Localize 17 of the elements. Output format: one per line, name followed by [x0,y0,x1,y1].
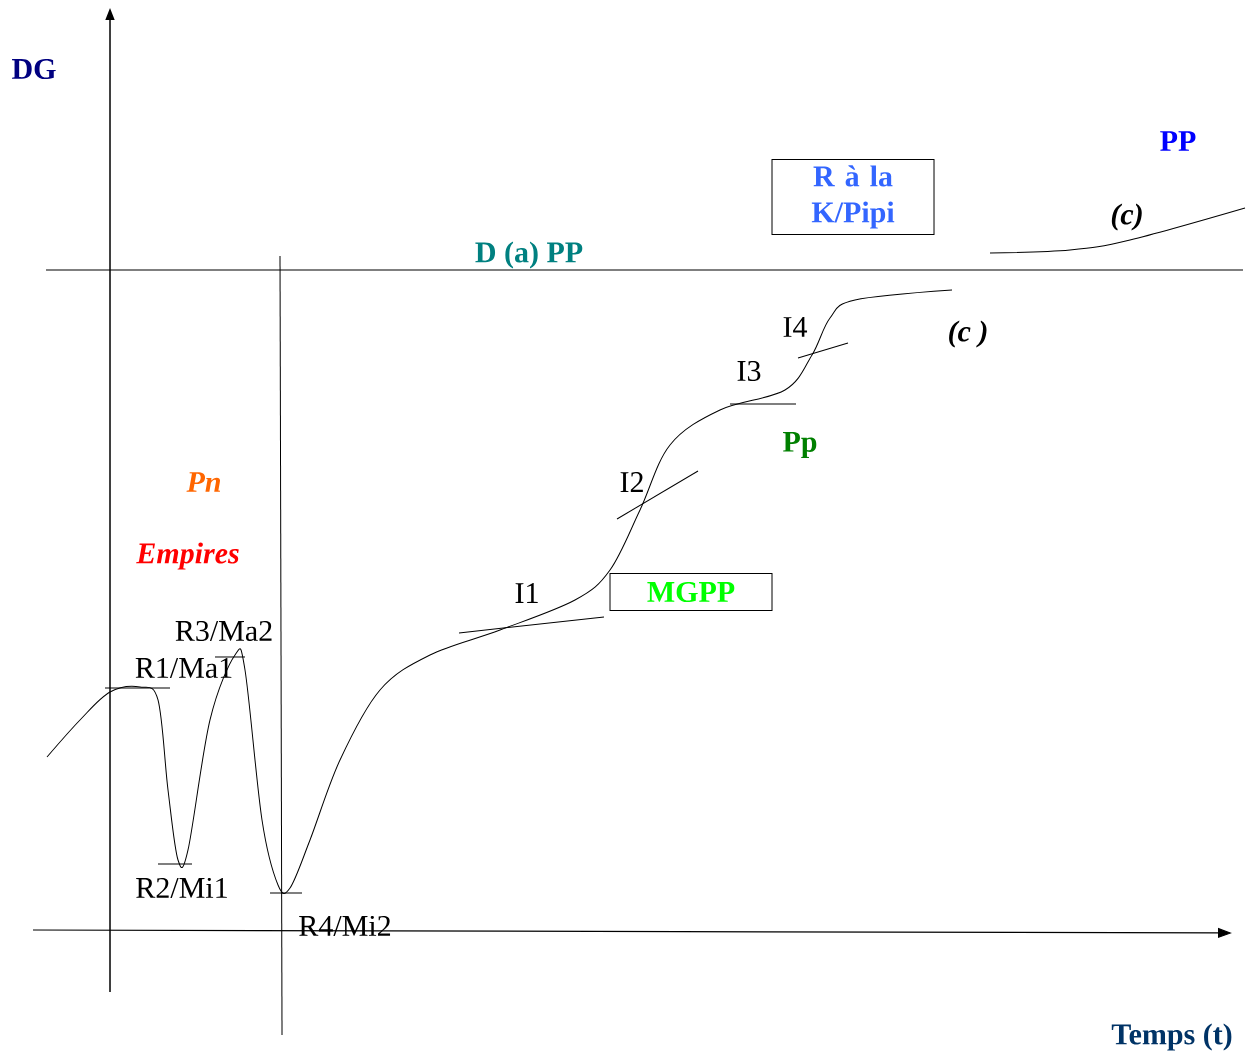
text-label: PP [1160,131,1196,151]
text-label: D (a) PP [475,241,583,269]
text-label: Pn [186,472,221,492]
text-label: Empires [136,542,239,570]
text-label: (c) [1111,203,1142,231]
text-label: I1 [515,583,538,603]
text-label: I4 [783,317,808,337]
text-label: Temps (t) [1111,1023,1232,1051]
text-label: R3/Ma2 [175,620,272,642]
text-label: I2 [620,472,643,492]
text-box: R à la K/Pipi [771,159,935,235]
text-box: MGPP [609,573,773,611]
text-label: R2/Mi1 [136,877,227,899]
text-label: (c ) [949,320,987,348]
text-label: DG [12,58,56,80]
text-label: I3 [737,360,761,382]
text-label: Pp [783,431,817,458]
